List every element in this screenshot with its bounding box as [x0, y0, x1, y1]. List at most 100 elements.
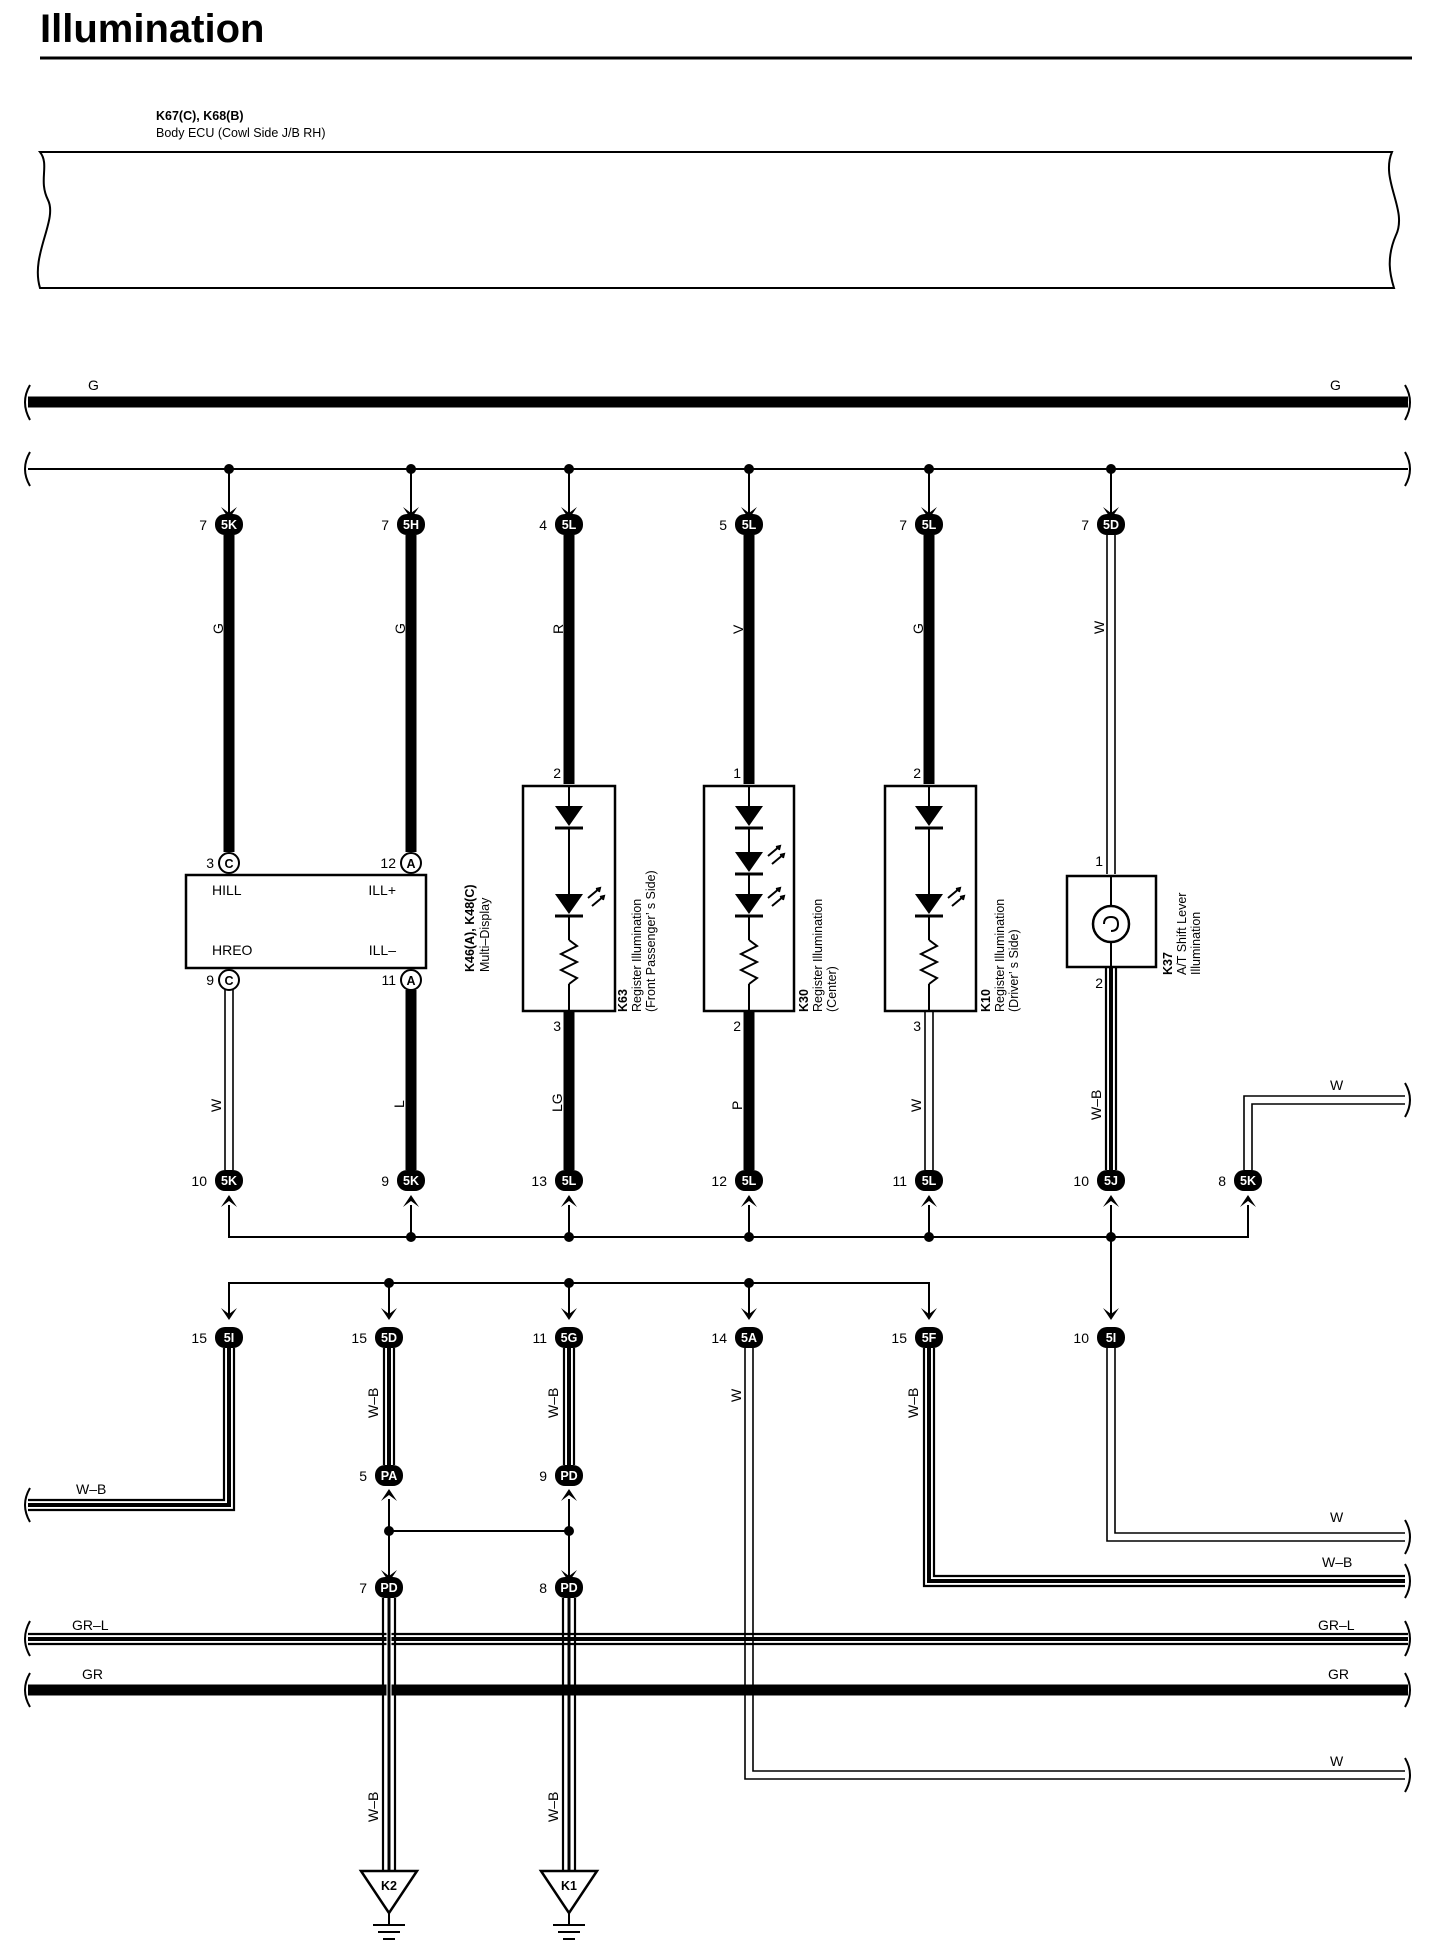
pin-number: 2: [913, 765, 921, 781]
ground-symbol-icon: [553, 1913, 585, 1940]
pin-number: 3: [913, 1018, 921, 1034]
wire-label: W: [1091, 620, 1107, 634]
wire-label-right: W: [1330, 1753, 1344, 1769]
junction-pa-pd: [381, 1499, 577, 1582]
bus-label-right: GR–L: [1318, 1617, 1355, 1633]
led-icon: [735, 852, 763, 872]
row3-connector-6: 10 5I: [1073, 1308, 1125, 1348]
pin-number: 7: [199, 517, 207, 533]
wire-label: G: [392, 623, 408, 634]
connector-code: 5I: [224, 1331, 234, 1345]
connector-code: 5L: [742, 1174, 757, 1188]
wire-label: W–B: [905, 1388, 921, 1418]
pin-number: 10: [1073, 1330, 1089, 1346]
ground-symbol-icon: [373, 1913, 405, 1940]
column-6: W: [1091, 464, 1119, 874]
column-2: G: [392, 464, 419, 852]
column-3: R: [550, 464, 577, 784]
ecu-name: Body ECU (Cowl Side J/B RH): [156, 126, 326, 140]
multi-display-name: Multi–Display: [478, 897, 492, 972]
top-connector-6: 7 5D: [1081, 514, 1125, 535]
k37-code: K37: [1161, 952, 1175, 975]
gr-l-bus: GR–L GR–L: [24, 1617, 1411, 1657]
ground-k2: W–B K2: [358, 1598, 420, 1940]
wire-label: W–B: [365, 1792, 381, 1822]
k63-line1: Register Illumination: [630, 899, 644, 1012]
bottom-connector-4: 12 5L: [711, 1170, 763, 1207]
ground-code: K2: [381, 1879, 397, 1893]
bottom-connector-6: 10 5J: [1073, 1170, 1125, 1207]
top-connector-4: 5 5L: [719, 514, 763, 535]
pin-number: 7: [899, 517, 907, 533]
multi-display-code: K46(A), K48(C): [463, 884, 477, 972]
wire-label-right: W–B: [1322, 1554, 1352, 1570]
bus-label-left: GR–L: [72, 1617, 109, 1633]
connector-code: 5L: [562, 1174, 577, 1188]
wire-5i-w: W: [1106, 1348, 1411, 1555]
connector-code: 5K: [221, 1174, 237, 1188]
wire-w-b: [1104, 967, 1118, 1170]
k10-code: K10: [979, 989, 993, 1012]
bus-label-right: GR: [1328, 1666, 1349, 1682]
column-1: G: [210, 464, 237, 852]
pin-number: 1: [1095, 853, 1103, 869]
pin-number: 11: [892, 1173, 907, 1189]
pin-number: 11: [532, 1330, 547, 1346]
pin-number: 12: [711, 1173, 727, 1189]
column-4: V: [730, 464, 757, 784]
wire-label: W: [908, 1098, 924, 1112]
ground-k1: W–B K1: [538, 1598, 600, 1940]
connector-code: C: [224, 857, 233, 871]
wire-label: W: [208, 1098, 224, 1112]
pin-number: 1: [733, 765, 741, 781]
diode-icon: [555, 806, 583, 826]
wire-w: [224, 990, 234, 1170]
ground-code: K1: [561, 1879, 577, 1893]
wire-w: [924, 1011, 934, 1170]
top-connector-3: 4 5L: [539, 514, 583, 535]
wire-label: W: [728, 1388, 744, 1402]
k63-line2: (Front Passenger’ s Side): [644, 870, 658, 1012]
connector-code: 5L: [922, 1174, 937, 1188]
resistor-icon: [558, 939, 580, 985]
connector-code: 5D: [1103, 518, 1119, 532]
pin-number: 13: [531, 1173, 547, 1189]
pin-number: 8: [1218, 1173, 1226, 1189]
connector-code: 5L: [742, 518, 757, 532]
bottom-connector-3: 13 5L: [531, 1170, 583, 1207]
wire-label-right: W: [1330, 1509, 1344, 1525]
pd-connector-2: 8 PD: [539, 1577, 583, 1598]
connector-code: PD: [560, 1469, 577, 1483]
connector-code: PA: [381, 1469, 397, 1483]
pin-number: 2: [553, 765, 561, 781]
connector-code: 5G: [561, 1331, 578, 1345]
wire-w-right: [1243, 1095, 1405, 1170]
terminal-ill-plus: ILL+: [368, 882, 396, 898]
wire-5f-wb: W–B W–B: [905, 1348, 1411, 1599]
page-title: Illumination: [40, 7, 264, 51]
connector-code: 5K: [221, 518, 237, 532]
lower-wires: W L LG P W W–B W: [208, 967, 1411, 1170]
k63-code: K63: [616, 989, 630, 1012]
connector-code: 5D: [381, 1331, 397, 1345]
junction-bus-2: [228, 1278, 930, 1315]
wire-label: G: [910, 623, 926, 634]
wire-label: G: [210, 623, 226, 634]
led-icon: [555, 894, 583, 914]
connector-code: 5K: [403, 1174, 419, 1188]
wire-label: LG: [549, 1093, 565, 1112]
pin-number: 5: [719, 517, 727, 533]
connector-code: 5L: [922, 518, 937, 532]
led-icon: [735, 894, 763, 914]
k63-register-illumination: 2 3 K63 Register Illumination (Front Pas…: [521, 765, 658, 1034]
wire-label: V: [730, 624, 746, 634]
pin-number: 4: [539, 517, 547, 533]
pin-number: 3: [206, 855, 214, 871]
connector-code: 5K: [1240, 1174, 1256, 1188]
pin-number: 15: [351, 1330, 367, 1346]
connector-code: 5J: [1104, 1174, 1118, 1188]
terminal-ill-minus: ILL–: [369, 942, 396, 958]
multi-display: 3 C 12 A HILL ILL+ HREO ILL– 9 C 11 A K4…: [184, 852, 492, 991]
connector-code: PD: [380, 1581, 397, 1595]
